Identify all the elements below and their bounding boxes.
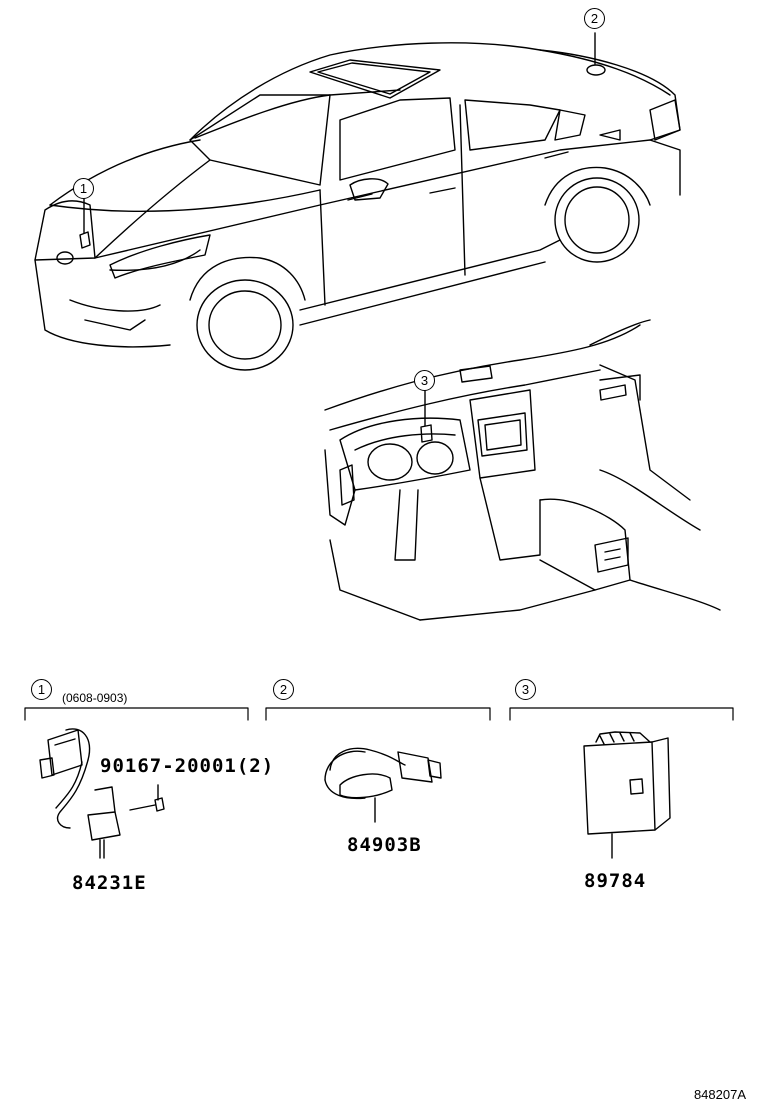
section-1-number: 1 — [31, 679, 52, 700]
part-84903b-drawing — [324, 747, 442, 823]
car-illustration — [34, 32, 681, 371]
section-2-number: 2 — [273, 679, 294, 700]
part-84231e-drawing — [39, 728, 165, 859]
section-1-date-range: (0608-0903) — [62, 691, 128, 705]
callout-2: 2 — [584, 8, 605, 29]
section-3-number: 3 — [515, 679, 536, 700]
part-number-89784: 89784 — [584, 870, 647, 892]
part-number-90167-20001: 90167-20001(2) — [100, 755, 275, 777]
callout-1: 1 — [73, 178, 94, 199]
part-number-84231e: 84231E — [72, 872, 147, 894]
interior-illustration — [324, 319, 721, 621]
part-89784-drawing — [583, 731, 671, 859]
section-brackets — [24, 707, 734, 721]
callout-3: 3 — [414, 370, 435, 391]
diagram-id: 848207A — [693, 1087, 746, 1102]
part-number-84903b: 84903B — [347, 834, 422, 856]
